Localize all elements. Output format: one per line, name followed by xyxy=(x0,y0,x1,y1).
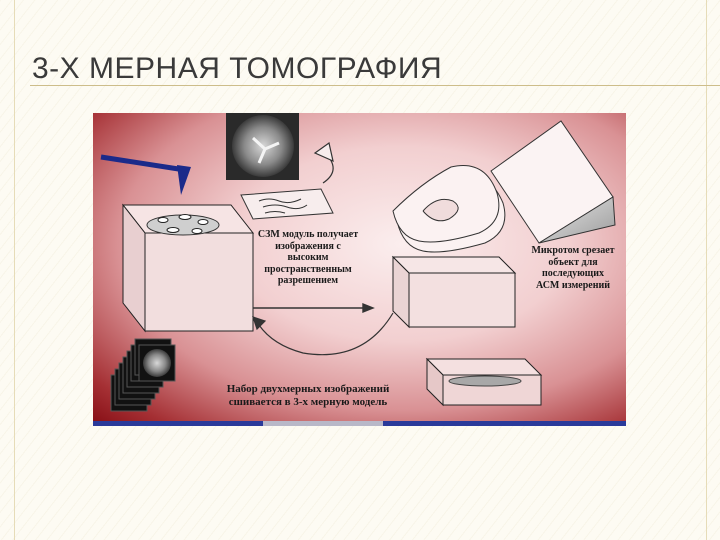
sample-block-right xyxy=(391,255,517,329)
sem-caption-line: СЗМ модуль получает xyxy=(257,229,359,240)
stack-caption: Набор двухмерных изображений сшивается в… xyxy=(198,383,418,408)
sample-block-left xyxy=(121,203,255,333)
sem-caption-line: высоким xyxy=(287,252,329,263)
arrow-to-microtome xyxy=(253,302,375,314)
return-arrow-icon xyxy=(252,312,394,356)
image-stack-icon xyxy=(110,338,176,412)
title-underline xyxy=(30,85,720,86)
tomography-diagram: СЗМ модуль получает изображения с высоки… xyxy=(93,113,626,425)
microtome-caption-line: последующих xyxy=(541,268,605,279)
microtome-caption: Микротом срезает объект для последующих … xyxy=(520,245,626,291)
sem-probe-icon xyxy=(100,154,191,195)
sem-caption-line: пространственным xyxy=(264,263,352,275)
sem-caption-line: разрешением xyxy=(277,275,339,286)
frame-line-left xyxy=(14,0,15,540)
microtome-caption-line: объект для xyxy=(548,256,598,268)
microtome-caption-line: АСМ измерений xyxy=(535,279,611,291)
sem-caption: СЗМ модуль получает изображения с высоки… xyxy=(238,229,378,287)
stack-caption-line: Набор двухмерных изображений xyxy=(226,383,390,395)
stack-caption-line: сшивается в 3-х мерную модель xyxy=(228,395,388,408)
slide-title: 3-Х МЕРНАЯ ТОМОГРАФИЯ xyxy=(32,52,443,85)
sem-scan-image xyxy=(226,113,299,180)
scanned-slice xyxy=(240,188,334,220)
bar-segment xyxy=(383,421,626,426)
sample-model-block xyxy=(425,357,543,407)
rotate-arrow-icon xyxy=(313,141,334,184)
microtome-blade xyxy=(490,120,616,244)
bar-segment xyxy=(93,421,263,426)
sem-caption-line: изображения с xyxy=(275,240,341,252)
microtome-caption-line: Микротом срезает xyxy=(531,245,615,256)
cut-slice-stack xyxy=(392,165,506,253)
frame-line-right xyxy=(706,0,707,540)
diagram-graphics xyxy=(100,113,616,412)
figure-bottom-bar xyxy=(93,421,626,426)
